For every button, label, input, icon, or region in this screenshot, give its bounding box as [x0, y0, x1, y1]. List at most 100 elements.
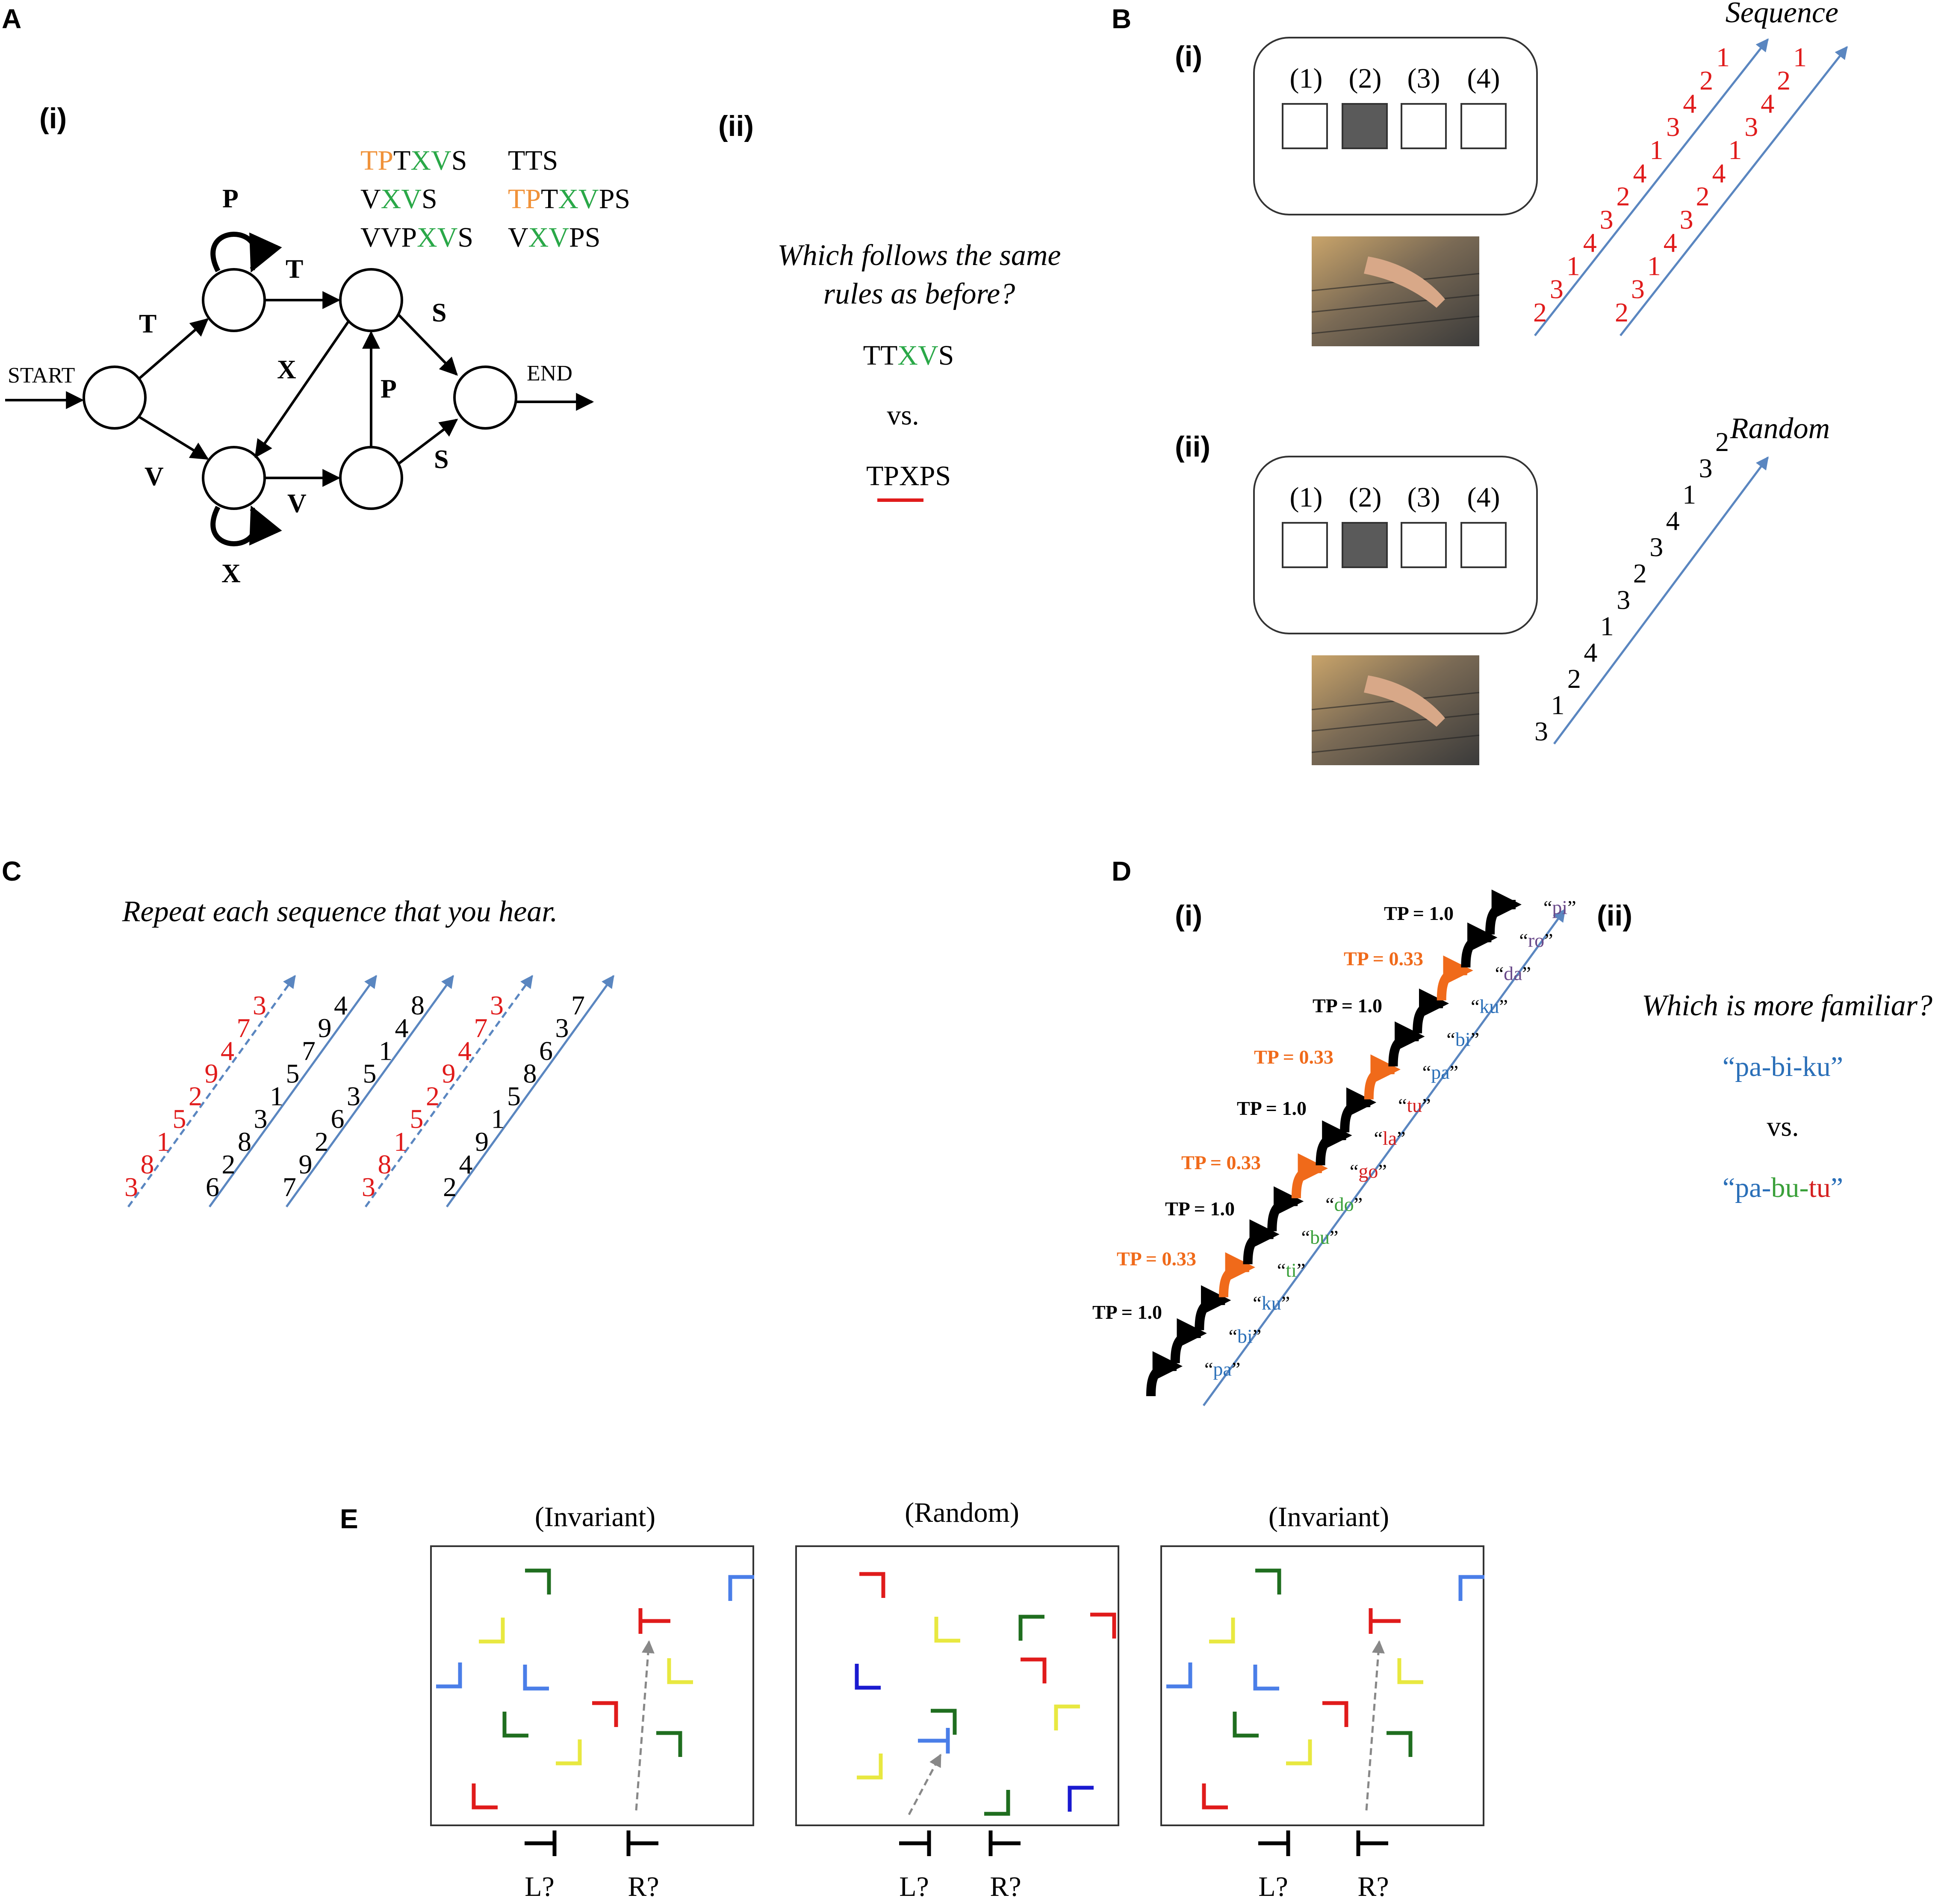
panel-c-letter: C: [2, 856, 21, 887]
transition-arrow: [1413, 988, 1449, 1034]
left-response-key: [1258, 1830, 1290, 1856]
syllable-15: “pi”: [1543, 896, 1576, 918]
tp-label-2: TP = 0.33: [1117, 1248, 1196, 1270]
digit: 4: [221, 1035, 234, 1066]
grammar-string-1: TPTXVS: [360, 145, 467, 176]
digit: 2: [443, 1172, 457, 1202]
syllable-7: “go”: [1350, 1160, 1387, 1182]
edge-label-v1: V: [145, 462, 164, 491]
digit: 8: [523, 1058, 537, 1088]
transition-arrow: [1461, 922, 1498, 968]
digit: 8: [411, 990, 425, 1020]
syllable-3: “ku”: [1253, 1292, 1290, 1314]
distractor-l: [1166, 1662, 1192, 1689]
edge-3-4: [254, 321, 350, 458]
sequence-2-digit-8: 1: [1728, 135, 1742, 165]
transition-arrow: [1267, 1186, 1304, 1232]
digit: 7: [571, 990, 585, 1020]
distractor-l: [1253, 1665, 1279, 1691]
tp-label-7: TP = 1.0: [1313, 995, 1382, 1017]
distractor-l: [656, 1731, 682, 1757]
sequence-1-digit-2: 3: [1550, 274, 1564, 304]
edge-label-p-loop: P: [222, 184, 239, 213]
panel-d-option-1: “pa-bi-ku”: [1723, 1051, 1843, 1082]
sequence-2-digit-1: 2: [1615, 297, 1628, 327]
random-digit-9: 4: [1666, 506, 1680, 536]
digit: 5: [410, 1104, 424, 1134]
digit: 7: [283, 1172, 296, 1202]
box-2-title: (Random): [905, 1497, 1019, 1528]
transition-arrow: [1316, 1120, 1352, 1166]
right-response-key: [988, 1830, 1021, 1856]
panel-d-option-2: “pa-bu-tu”: [1723, 1172, 1843, 1203]
random-digit-3: 2: [1567, 663, 1581, 694]
panel-a-i-label: (i): [39, 102, 67, 135]
random-digit-1: 3: [1534, 716, 1548, 746]
distractor-l: [479, 1618, 505, 1644]
distractor-l: [855, 1664, 881, 1690]
sequence-2-digit-7: 4: [1712, 158, 1726, 188]
distractor-l: [934, 1617, 960, 1643]
distractor-l: [502, 1712, 528, 1738]
grammar-string-5: VVPXVS: [360, 222, 473, 253]
digit: 8: [378, 1149, 392, 1179]
transition-arrow: [1364, 1054, 1401, 1099]
edge-5-6: [398, 419, 458, 465]
panel-a-letter: A: [2, 3, 21, 34]
digit: 2: [426, 1081, 440, 1111]
start-label: START: [8, 363, 75, 388]
distractor-l: [472, 1783, 498, 1810]
distractor-l: [1090, 1612, 1116, 1639]
digit: 7: [302, 1035, 316, 1066]
tp-label-4: TP = 0.33: [1181, 1152, 1261, 1173]
digit: 4: [334, 990, 348, 1020]
attention-path: [1365, 1640, 1385, 1811]
response-keys-1: [525, 1830, 658, 1856]
panel-d: D (i) (ii) “pa”“bi”“ku”“ti”“bu”“do”“go”“…: [1092, 856, 1932, 1406]
edge-label-p: P: [381, 374, 397, 404]
edge-label-x: X: [277, 355, 296, 384]
digit: 1: [394, 1126, 407, 1157]
distractor-l: [1233, 1712, 1259, 1738]
random-digit-4: 4: [1584, 637, 1597, 667]
transition-arrow: [1243, 1219, 1280, 1264]
distractor-l: [728, 1575, 754, 1601]
box-1-left-label: L?: [525, 1871, 555, 1902]
edge-label-s1: S: [432, 298, 446, 327]
sequence-arrows: [1534, 38, 1848, 745]
right-response-key: [626, 1830, 658, 1856]
sequence-title: Sequence: [1726, 0, 1838, 29]
target-box-2-active: [1342, 103, 1388, 149]
distractor-l: [556, 1739, 582, 1765]
sequence-1-digit-10: 4: [1683, 88, 1696, 119]
transition-arrow: [1146, 1351, 1183, 1397]
random-digit-2: 1: [1551, 690, 1565, 720]
digit: 1: [270, 1081, 283, 1111]
state-node-2: [202, 268, 266, 332]
digit: 4: [459, 1149, 473, 1179]
random-digit-12: 2: [1715, 427, 1729, 457]
edge-1-2: [138, 318, 209, 380]
sequence-2-digit-11: 2: [1777, 65, 1791, 95]
random-title: Random: [1730, 412, 1830, 445]
attention-path: [635, 1640, 655, 1811]
search-display-3: [1160, 1545, 1484, 1826]
distractor-l: [1322, 1701, 1348, 1727]
syllable-11: “bi”: [1446, 1029, 1479, 1050]
sequence-1-digit-12: 1: [1716, 42, 1730, 72]
edge-1-4: [138, 416, 209, 460]
key-label-2: (2): [1349, 63, 1382, 94]
grammar-string-6: VXVPS: [508, 222, 600, 253]
random-array: [855, 1572, 1116, 1816]
random-digit-8: 3: [1649, 532, 1663, 562]
random-digit-11: 3: [1699, 453, 1713, 483]
tp-label-6: TP = 0.33: [1254, 1046, 1333, 1068]
key-label-3: (3): [1407, 482, 1440, 513]
digit: 9: [205, 1058, 218, 1088]
target-t-red: [1369, 1608, 1401, 1634]
target-t-blue: [918, 1728, 950, 1754]
target-box-2-active: [1342, 522, 1388, 568]
